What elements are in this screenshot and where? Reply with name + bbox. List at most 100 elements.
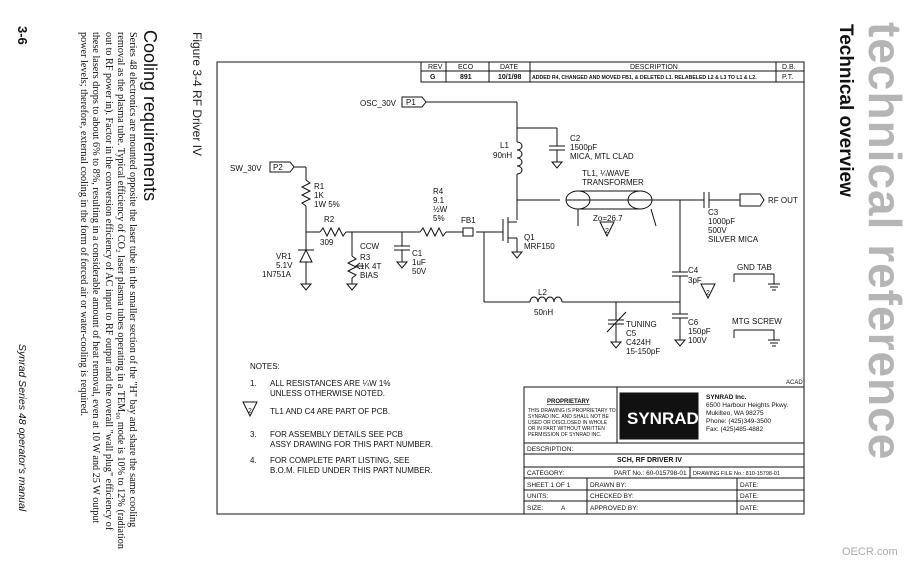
- r4-name: R4: [433, 187, 444, 196]
- r1-value: 1K: [314, 191, 324, 200]
- rev-h-eco: ECO: [458, 64, 474, 71]
- l2-name: L2: [538, 288, 547, 297]
- category-label: CATEGORY:: [527, 470, 565, 477]
- size-value: A: [561, 505, 566, 512]
- c3-name: C3: [708, 208, 719, 217]
- synrad-logo: SYNRAD: [627, 409, 699, 428]
- sw-port-id: P2: [273, 163, 283, 172]
- zo-label: Zo=26.7: [593, 214, 623, 223]
- c5-name: C5: [626, 329, 637, 338]
- note-2-num: 2: [248, 408, 252, 415]
- fb1-label: FB1: [461, 216, 476, 225]
- osc-port-label: OSC_30V: [360, 99, 397, 108]
- rev-h-desc: DESCRIPTION: [630, 64, 678, 71]
- approved-by-label: APPROVED BY:: [590, 505, 638, 512]
- date-label-2: DATE:: [740, 493, 759, 500]
- company-addr2: Mukilteo, WA 98275: [706, 410, 764, 417]
- gnd-tab-label: GND TAB: [737, 263, 772, 272]
- tl1-name: TL1, ¼WAVE: [582, 169, 630, 178]
- r1-name: R1: [314, 182, 325, 191]
- company-phone: Phone: (425)349-3500: [706, 418, 771, 425]
- note-4a: FOR COMPLETE PART LISTING, SEE: [270, 456, 410, 465]
- rev-h-db: D.B.: [782, 64, 796, 71]
- c2-name: C2: [570, 134, 581, 143]
- q1-part: MRF150: [524, 242, 555, 251]
- l1-value: 90nH: [493, 151, 512, 160]
- r1-rating: 1W 5%: [314, 200, 340, 209]
- sheet-label: SHEET 1 OF 1: [527, 482, 571, 489]
- rf-out-label: RF OUT: [768, 196, 798, 205]
- c6-voltage: 100V: [688, 336, 707, 345]
- note-3-num: 3.: [250, 430, 257, 439]
- c4-value: 3pF: [688, 276, 702, 285]
- tuning-label: TUNING: [626, 320, 657, 329]
- c2-type: MICA, MTL CLAD: [570, 152, 634, 161]
- c3-type: SILVER MICA: [708, 235, 759, 244]
- c5-range: 15-150pF: [626, 347, 660, 356]
- vr1-value: 5.1V: [276, 261, 293, 270]
- rev-desc: ADDED R4, CHANGED AND MOVED FB1, & DELET…: [532, 75, 757, 81]
- c3-value: 1000pF: [708, 217, 735, 226]
- company-name: SYNRAD Inc.: [706, 394, 747, 401]
- r4-watt: ½W: [433, 205, 448, 214]
- units-label: UNITS:: [527, 493, 549, 500]
- rev-h-rev: REV: [428, 64, 443, 71]
- c1-value: 1uF: [412, 258, 426, 267]
- note-4-num: 4.: [250, 456, 257, 465]
- part-no: PART No.: 60-015798-01: [614, 470, 687, 477]
- rev-db: P.T.: [782, 74, 793, 81]
- c6-value: 150pF: [688, 327, 711, 336]
- notes-title: NOTES:: [250, 362, 280, 371]
- rev-h-date: DATE: [500, 64, 518, 71]
- osc-port-id: P1: [406, 98, 416, 107]
- prop-line-2: SYNRAD INC. AND SHALL NOT BE: [528, 414, 610, 420]
- company-fax: Fax: (425)485-4882: [706, 426, 763, 433]
- tl1-type: TRANSFORMER: [582, 178, 644, 187]
- sw-port-label: SW_30V: [230, 164, 262, 173]
- c1-name: C1: [412, 249, 423, 258]
- date-label-1: DATE:: [740, 482, 759, 489]
- r4-tol: 5%: [433, 214, 445, 223]
- note-3b: ASSY DRAWING FOR THIS PART NUMBER.: [270, 440, 433, 449]
- acad-label: ACAD: [786, 380, 803, 386]
- mtg-screw-label: MTG SCREW: [732, 317, 782, 326]
- r2-name: R2: [324, 215, 335, 224]
- vr1-part: 1N751A: [262, 270, 292, 279]
- note-1-num: 1.: [250, 379, 257, 388]
- note-3a: FOR ASSEMBLY DETAILS SEE PCB: [270, 430, 403, 439]
- tl1-note-num: 2: [605, 228, 609, 235]
- rev-eco: 891: [460, 74, 472, 81]
- checked-by-label: CHECKED BY:: [590, 493, 634, 500]
- proprietary-heading: PROPRIETARY: [547, 399, 590, 405]
- l2-value: 50nH: [534, 308, 553, 317]
- drawn-by-label: DRAWN BY:: [590, 482, 626, 489]
- company-addr1: 6500 Harbour Heights Pkwy.: [706, 402, 788, 409]
- vr1-name: VR1: [276, 252, 292, 261]
- c4-note-num: 2: [706, 290, 710, 297]
- c4-name: C4: [688, 266, 699, 275]
- description-value: SCH, RF DRIVER IV: [617, 457, 682, 464]
- r2-value: 309: [320, 238, 334, 247]
- c5-part: C424H: [626, 338, 651, 347]
- description-label: DESCRIPTION:: [527, 446, 573, 453]
- r4-value: 9.1: [433, 196, 445, 205]
- c6-name: C6: [688, 318, 699, 327]
- note-4b: B.O.M. FILED UNDER THIS PART NUMBER.: [270, 466, 433, 475]
- c3-voltage: 500V: [708, 226, 727, 235]
- note-2: TL1 AND C4 ARE PART OF PCB.: [270, 407, 390, 416]
- c2-value: 1500pF: [570, 143, 597, 152]
- size-label: SIZE:: [527, 505, 543, 512]
- c1-voltage: 50V: [412, 267, 427, 276]
- r3-type: BIAS: [360, 271, 378, 280]
- r3-value: 1K 4T: [360, 262, 381, 271]
- rev-date: 10/1/98: [498, 74, 521, 81]
- drawing-file: DRAWING FILE No.: 810-15798-01: [693, 471, 780, 477]
- l1-name: L1: [500, 141, 509, 150]
- prop-line-1: THIS DRAWING IS PROPRIETARY TO: [528, 408, 616, 414]
- prop-line-4: OR IN PART WITHOUT WRITTEN: [528, 426, 605, 432]
- q1-name: Q1: [524, 233, 535, 242]
- date-label-3: DATE:: [740, 505, 759, 512]
- r3-name: R3: [360, 253, 371, 262]
- prop-line-3: USED OR DISCLOSED IN WHOLE: [528, 420, 608, 426]
